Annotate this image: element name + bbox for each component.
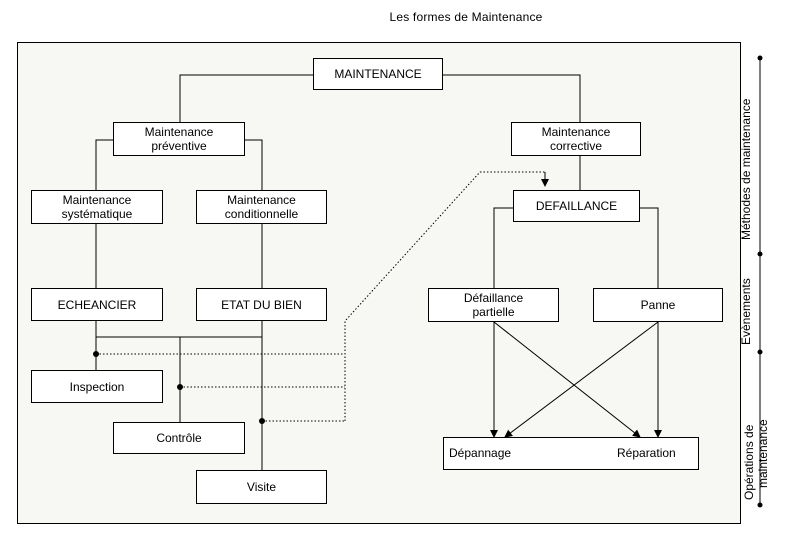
diagram-title: Les formes de Maintenance <box>389 10 543 24</box>
node-defaillance: DEFAILLANCE <box>513 190 640 222</box>
side-label-operations-1: Opérations de <box>742 424 756 500</box>
node-visite: Visite <box>196 470 327 504</box>
node-echeancier: ECHEANCIER <box>31 288 163 321</box>
node-etat-du-bien: ETAT DU BIEN <box>196 288 327 321</box>
node-panne: Panne <box>593 288 723 322</box>
label-depannage: Dépannage <box>449 446 512 460</box>
side-label-evenements: Evènements <box>739 278 753 345</box>
node-maintenance-preventive: Maintenance préventive <box>113 122 245 156</box>
side-label-operations-2: maintenance <box>756 419 770 488</box>
node-controle: Contrôle <box>113 422 245 454</box>
node-inspection: Inspection <box>31 370 163 403</box>
node-defaillance-partielle: Défaillance partielle <box>428 288 559 322</box>
node-maintenance-systematique: Maintenance systématique <box>31 190 163 224</box>
side-label-methodes: Méthodes de maintenance <box>739 98 753 240</box>
node-maintenance: MAINTENANCE <box>313 58 443 90</box>
label-reparation: Réparation <box>617 446 676 460</box>
node-maintenance-corrective: Maintenance corrective <box>511 122 641 156</box>
node-depannage-reparation <box>443 437 699 470</box>
node-maintenance-conditionnelle: Maintenance conditionnelle <box>196 190 327 224</box>
